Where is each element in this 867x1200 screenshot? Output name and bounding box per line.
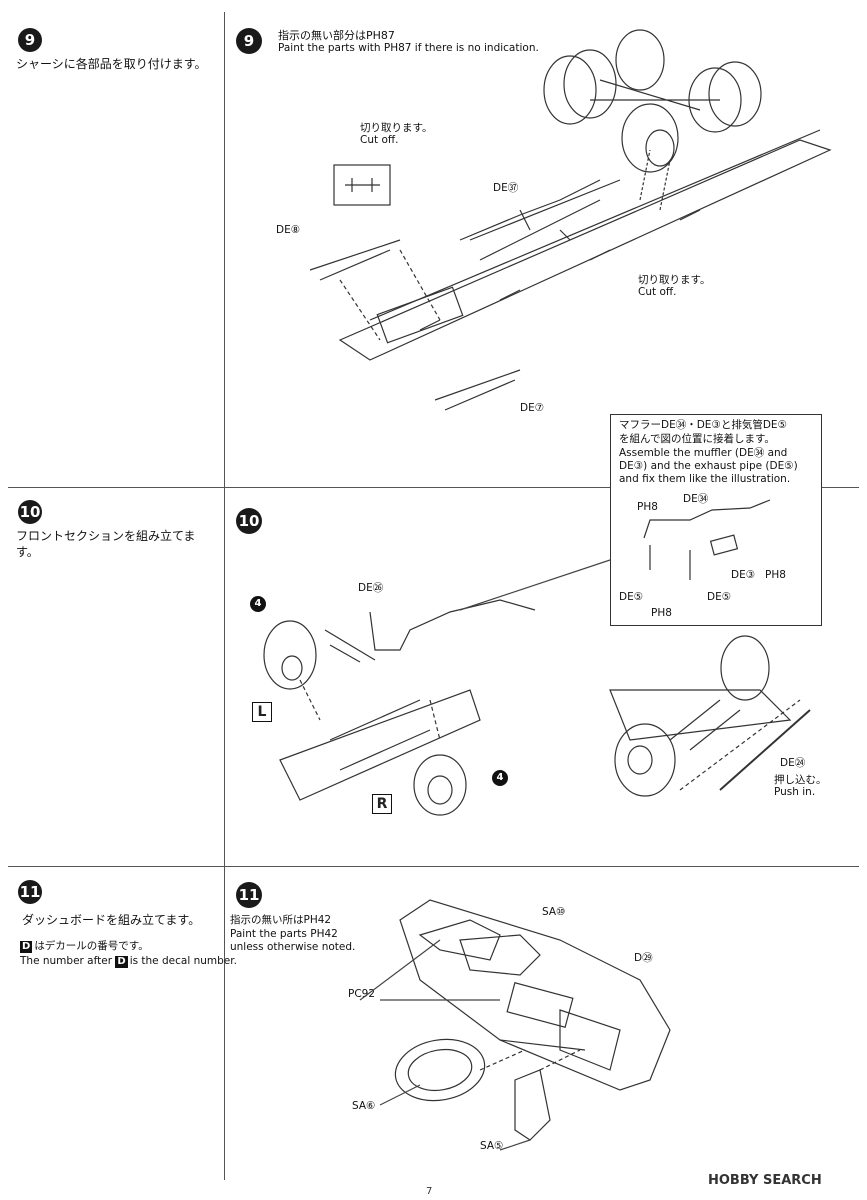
step-11-paint-note-jp: 指示の無い所はPH42: [230, 914, 331, 927]
muffler-note-jp-2: を組んで図の位置に接着します。: [619, 433, 775, 445]
front-section-assembly: [263, 599, 536, 816]
tire-number-right: 4: [492, 770, 508, 786]
paint-code-11a: PH42: [303, 914, 332, 926]
part-label-de8: DE⑧: [276, 224, 301, 236]
part-label-de5-b: DE⑤: [707, 591, 732, 603]
spring-de7: [434, 369, 521, 411]
step-10-badge: 10: [18, 500, 42, 524]
steering-column: [514, 1069, 551, 1141]
step-9-paint-note-en: Paint the parts with PH87 if there is no…: [278, 42, 539, 55]
watermark: HOBBY SEARCH: [708, 1173, 822, 1188]
paint-note-jp-text: 指示の無い部分は: [278, 29, 366, 42]
decal-label-d29: D㉙: [634, 952, 653, 964]
step-9-diagram-badge: 9: [236, 28, 262, 54]
muffler-body: [709, 534, 739, 556]
paint-code-ph8-b: PH8: [765, 569, 786, 581]
part-label-de7: DE⑦: [520, 402, 545, 414]
driveshaft-de37: [459, 179, 601, 241]
step-11-paint-note-en-1: Paint the parts PH42: [230, 928, 338, 941]
paint-note-jp-11: 指示の無い所は: [230, 914, 304, 926]
step-11-badge: 11: [18, 880, 42, 904]
step-11-diagram-badge: 11: [236, 882, 262, 908]
part-label-de26: DE㉖: [358, 582, 384, 594]
step-9-paint-note-jp: 指示の無い部分はPH87: [278, 28, 395, 44]
cutoff-label-en-1: Cut off.: [360, 134, 399, 146]
step-11-instruction: ダッシュボードを組み立てます。: [22, 913, 201, 927]
muffler-note-en-1: Assemble the muffler (DE㉞ and: [619, 447, 788, 459]
column-divider: [224, 12, 225, 1180]
step-10-diagram-badge: 10: [236, 508, 262, 534]
rear-wheel-assembly: [543, 29, 762, 173]
part-label-de37: DE㊲: [493, 182, 519, 194]
push-label-jp: 押し込む。: [774, 774, 827, 786]
step-9-badge: 9: [18, 28, 42, 52]
part-label-de3: DE③: [731, 569, 756, 581]
muffler-pipe: [643, 499, 771, 539]
frame-rear-view: [609, 635, 811, 797]
part-label-sa10: SA⑩: [542, 906, 566, 918]
part-label-de24: DE㉔: [780, 757, 806, 769]
push-label-en: Push in.: [774, 786, 816, 798]
left-side-marker: L: [252, 702, 272, 722]
decal-letter-jp: D: [20, 941, 33, 953]
tire-number-left: 4: [250, 596, 266, 612]
step-divider-9-10: [8, 487, 859, 488]
step-9-instruction: シャーシに各部品を取り付けます。: [16, 57, 207, 71]
part-label-de34: DE㉞: [683, 493, 709, 505]
decal-jp-text: はデカールの番号です。: [34, 940, 149, 952]
part-label-de5-a: DE⑤: [619, 591, 644, 603]
cutoff-label-en-2: Cut off.: [638, 286, 677, 298]
paint-label-pc92: PC92: [348, 988, 376, 1000]
part-label-sa5: SA⑤: [480, 1140, 504, 1152]
paint-note-en-text: Paint the parts with: [278, 42, 381, 54]
part-label-sa6: SA⑥: [352, 1100, 376, 1112]
paint-code-ph8-c: PH8: [651, 607, 672, 619]
spring-de8: [309, 239, 401, 281]
steering-wheel: [394, 1038, 486, 1102]
right-side-marker: R: [372, 794, 392, 814]
muffler-note-en-3: and fix them like the illustration.: [619, 473, 791, 485]
step-10-instruction: フロントセクションを組み立てます。: [16, 529, 196, 559]
paint-code-9b: PH87: [383, 42, 412, 54]
cutoff-callout: [333, 164, 391, 206]
paint-code-11b: PH42: [310, 928, 338, 940]
step-11-paint-note-en-2: unless otherwise noted.: [230, 941, 356, 953]
chassis-frame: [338, 129, 832, 361]
paint-code-9a: PH87: [366, 29, 395, 42]
decal-letter-en: D: [115, 956, 128, 968]
muffler-note-jp-1: マフラーDE㉞・DE③と排気管DE⑤: [619, 419, 787, 431]
page-number: 7: [426, 1186, 433, 1197]
cutoff-label-jp-1: 切り取ります。: [360, 122, 433, 134]
dashboard-assembly: [359, 899, 671, 1151]
paint-note-en-11a: Paint the parts: [230, 928, 307, 940]
muffler-note-box: マフラーDE㉞・DE③と排気管DE⑤ を組んで図の位置に接着します。 Assem…: [610, 414, 822, 626]
decal-en-pre: The number after: [20, 955, 113, 967]
paint-code-ph8-a: PH8: [637, 501, 658, 513]
decal-en-post: is the decal number.: [129, 955, 237, 967]
paint-note-en-tail: if there is no indication.: [414, 42, 539, 54]
step-divider-10-11: [8, 866, 859, 867]
muffler-note-en-2: DE③) and the exhaust pipe (DE⑤): [619, 460, 798, 472]
cutoff-label-jp-2: 切り取ります。: [638, 274, 711, 286]
